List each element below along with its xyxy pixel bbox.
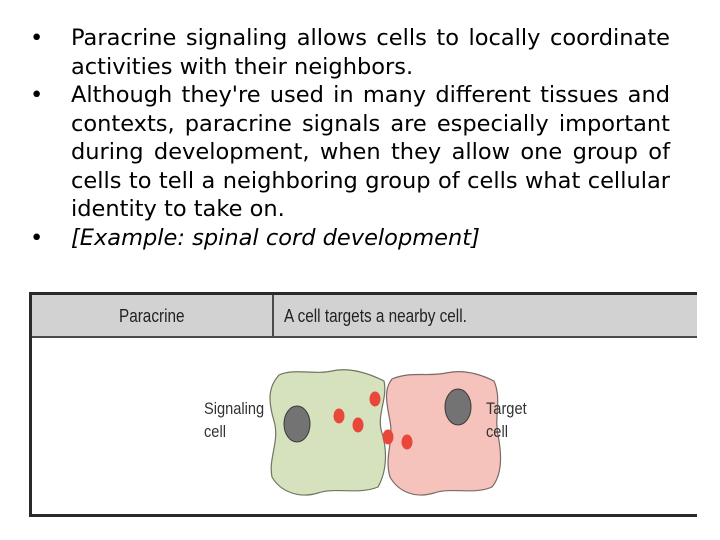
header-left-cell: Paracrine xyxy=(32,295,274,336)
target-cell xyxy=(385,371,502,496)
signaling-cell-label: Signaling cell xyxy=(204,399,265,441)
bullet-text: Although they're used in many different … xyxy=(71,82,670,222)
signal-molecule xyxy=(369,391,381,407)
bullet-text-example: [Example: spinal cord development] xyxy=(71,224,480,251)
bullet-marker: • xyxy=(30,82,44,108)
cells-illustration xyxy=(269,369,502,496)
bullet-text: Paracrine signaling allows cells to loca… xyxy=(71,25,670,80)
bullet-item: • [Example: spinal cord development] xyxy=(30,224,670,253)
bullet-item: • Although they're used in many differen… xyxy=(30,81,670,224)
header-signaling-type: Paracrine xyxy=(119,306,185,326)
bullet-list: • Paracrine signaling allows cells to lo… xyxy=(30,24,670,252)
target-cell-nucleus xyxy=(444,388,472,426)
signal-molecule xyxy=(333,408,345,424)
signal-molecule xyxy=(352,417,364,433)
target-cell-label: Target cell xyxy=(486,399,527,441)
signal-molecule xyxy=(382,429,394,445)
bullet-item: • Paracrine signaling allows cells to lo… xyxy=(30,24,670,81)
figure-header: Paracrine A cell targets a nearby cell. xyxy=(32,295,697,338)
bullet-marker: • xyxy=(30,224,44,251)
header-description: A cell targets a nearby cell. xyxy=(284,306,467,326)
signaling-cell xyxy=(269,369,387,496)
paracrine-figure: Paracrine A cell targets a nearby cell. … xyxy=(29,292,697,517)
signaling-cell-nucleus xyxy=(283,405,311,443)
bullet-marker: • xyxy=(30,25,44,51)
signal-molecule xyxy=(401,434,413,450)
